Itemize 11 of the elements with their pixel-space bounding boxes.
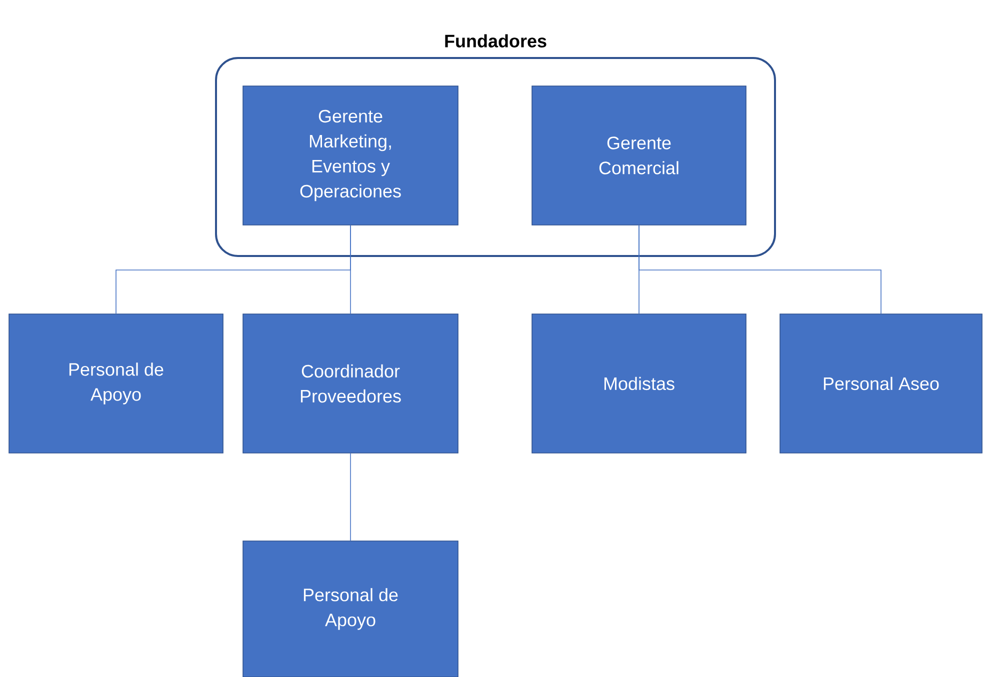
role-box: Gerente Marketing, Eventos y Operaciones <box>242 86 458 226</box>
role-box: Gerente Comercial <box>532 86 746 226</box>
role-box: Coordinador Proveedores <box>242 314 458 454</box>
node-label: Fundadores <box>445 34 546 48</box>
connector-line <box>638 224 882 314</box>
role-box: Personal Aseo <box>780 314 982 454</box>
role-box: Modistas <box>532 314 746 454</box>
connector-line <box>350 224 351 314</box>
role-box: Personal de Apoyo <box>8 314 224 454</box>
role-box: Personal de Apoyo <box>242 540 458 677</box>
connector-line <box>350 452 351 541</box>
